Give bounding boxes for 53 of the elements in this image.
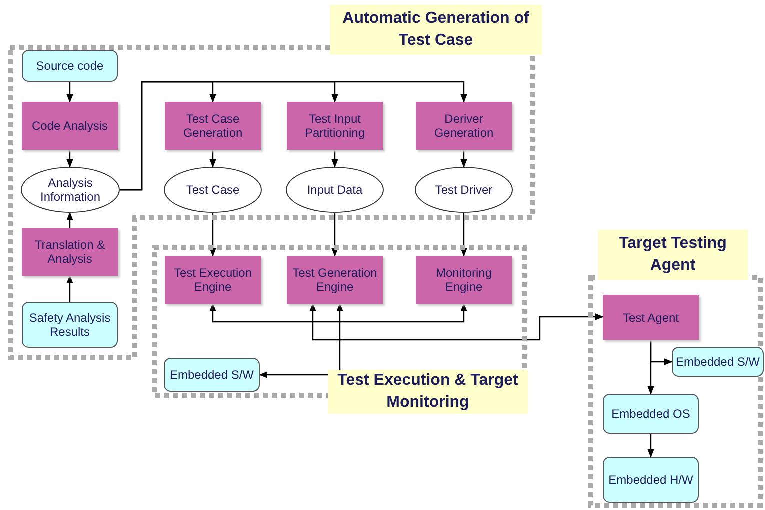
process-box	[22, 102, 118, 150]
arrow	[66, 82, 74, 103]
data-box	[164, 358, 260, 392]
node-label: Test Agent	[622, 310, 680, 324]
process-box	[165, 102, 261, 150]
process-box	[287, 102, 383, 150]
node-label: Source code	[36, 59, 104, 73]
arrow	[648, 434, 654, 458]
node-label: Embedded H/W	[608, 473, 694, 487]
arrow	[460, 213, 468, 257]
data-box	[672, 347, 764, 377]
node-label: Analysis Information	[39, 176, 102, 204]
node-label: Translation & Analysis	[34, 238, 106, 266]
arrow	[259, 303, 344, 378]
node-label: Test Case Generation	[182, 112, 244, 140]
node-label: Deriver Generation	[433, 112, 495, 140]
arrow	[210, 213, 216, 257]
arrow	[332, 150, 338, 168]
region-title: Target Testing Agent	[598, 230, 748, 280]
node-label: Test Generation Engine	[292, 266, 378, 294]
node-label: Safety Analysis Results	[28, 311, 112, 339]
data-box	[603, 394, 699, 434]
process-box	[603, 295, 699, 340]
arrow	[332, 213, 338, 257]
process-box	[416, 102, 512, 150]
process-box	[416, 256, 512, 304]
node-label: Test Driver	[435, 183, 493, 197]
process-box	[22, 228, 118, 276]
arrow	[66, 275, 74, 302]
node-label: Test Case	[186, 183, 240, 197]
node-label: Embedded S/W	[170, 368, 254, 382]
node-label: Test Execution Engine	[172, 266, 254, 294]
arrow	[210, 303, 468, 323]
arrow	[120, 81, 468, 191]
arrow	[460, 150, 468, 168]
region-title: Test Execution & Target Monitoring	[328, 370, 528, 414]
arrow	[648, 340, 654, 395]
arrow	[210, 150, 216, 168]
node-label: Code Analysis	[32, 119, 108, 133]
process-box	[287, 256, 383, 304]
data-box	[22, 302, 118, 348]
node-label: Input Data	[307, 183, 363, 197]
data-box	[22, 50, 118, 82]
node-label: Embedded S/W	[676, 355, 760, 369]
arrow	[66, 212, 74, 228]
region-title: Automatic Generation of Test Case	[330, 5, 542, 55]
process-box	[165, 256, 261, 304]
data-box	[603, 457, 699, 503]
arrow	[310, 303, 604, 341]
node-label: Embedded OS	[612, 407, 690, 421]
arrow	[66, 150, 74, 168]
node-label: Test Input Partitioning	[304, 112, 366, 140]
node-label: Monitoring Engine	[434, 266, 494, 294]
